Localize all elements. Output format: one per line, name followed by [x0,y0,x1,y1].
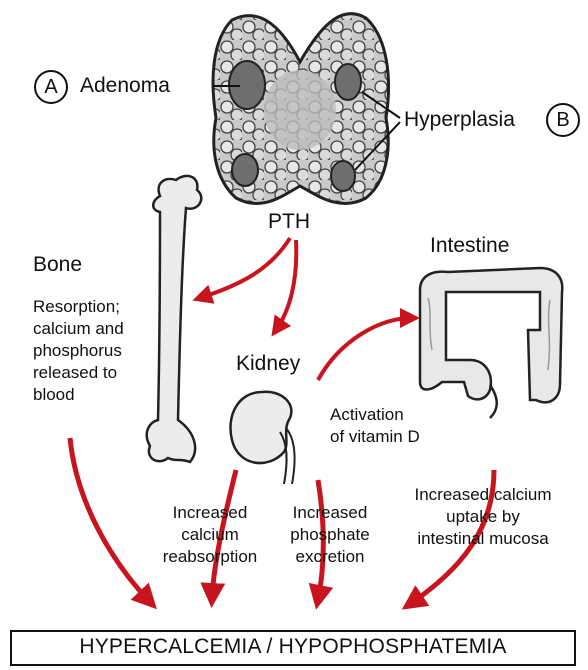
nodule-lower-left [232,154,258,186]
hyperplasia-label: Hyperplasia [404,108,515,132]
thyroid-gland-illustration [213,14,388,204]
hyperplasia-nodule-upper [335,64,361,100]
result-box: HYPERCALCEMIA / HYPOPHOSPHATEMIA [10,630,576,666]
label-b-circle: B [546,103,580,137]
label-a-circle: A [34,70,68,104]
femur-illustration [147,176,202,462]
kidney-illustration [230,392,294,484]
pth-label: PTH [268,210,310,234]
calcium-reabsorption-text: Increased calcium reabsorption [145,502,275,568]
hyperplasia-nodule-lower [331,161,355,191]
calcium-uptake-text: Increased calcium uptake by intestinal m… [388,484,578,550]
kidney-label: Kidney [236,352,300,376]
intestine-illustration [420,268,562,418]
arrow-kidney-to-intestine [318,318,412,380]
phosphate-excretion-text: Increased phosphate excretion [274,502,386,568]
bone-label: Bone [33,253,82,277]
adenoma-label: Adenoma [80,74,170,98]
arrow-bone-to-result [70,438,150,602]
result-label: HYPERCALCEMIA / HYPOPHOSPHATEMIA [12,635,574,659]
vitamin-d-activation-text: Activation of vitamin D [330,404,420,448]
intestine-label: Intestine [430,234,509,258]
arrow-pth-to-bone [200,238,290,298]
bone-resorption-text: Resorption; calcium and phosphorus relea… [33,296,124,406]
